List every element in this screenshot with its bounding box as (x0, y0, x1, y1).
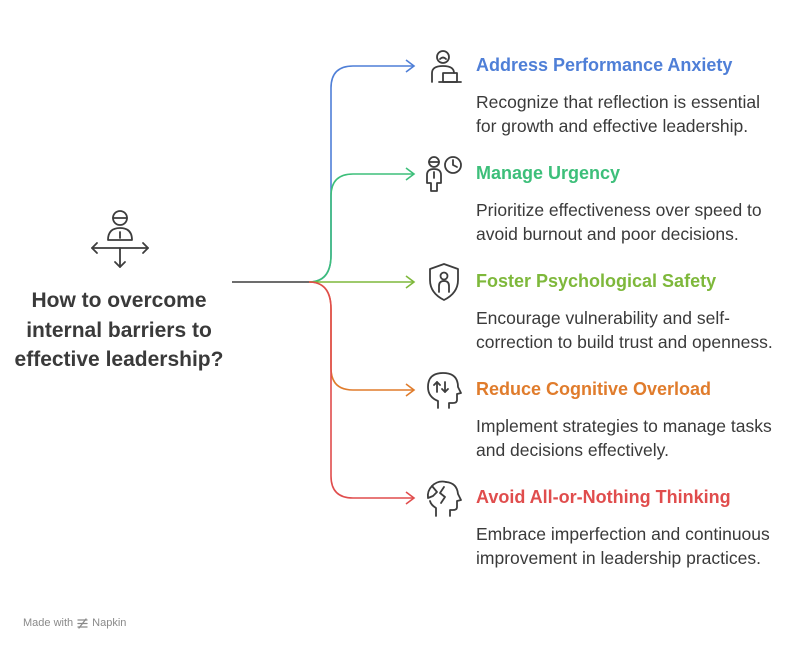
presenter-at-podium-icon (431, 50, 462, 83)
branch-connector-4 (308, 281, 414, 391)
broken-head-icon (426, 480, 462, 517)
branch-description-5: Embrace imperfection and continuous impr… (476, 524, 770, 568)
arrowhead-4 (405, 383, 416, 397)
branch-title-2: Manage Urgency (476, 163, 621, 183)
branch-title-5: Avoid All-or-Nothing Thinking (476, 487, 731, 507)
person-with-clock-icon (426, 156, 462, 192)
made-with-label: Made with (23, 617, 74, 629)
arrowhead-2 (405, 167, 416, 181)
person-crossroads-icon (91, 210, 149, 268)
arrowhead-5 (405, 491, 416, 505)
branch-title-4: Reduce Cognitive Overload (476, 379, 712, 399)
branch-description-2: Prioritize effectiveness over speed to a… (476, 200, 762, 244)
branch-description-1: Recognize that reflection is essential f… (476, 92, 761, 136)
branch-title-3: Foster Psychological Safety (476, 271, 717, 291)
branch-title-1: Address Performance Anxiety (476, 55, 733, 75)
shield-person-icon (429, 263, 459, 301)
branch-description-4: Implement strategies to manage tasks and… (476, 416, 772, 460)
napkin-brand: Napkin (92, 617, 127, 629)
napkin-logo-icon (77, 617, 88, 629)
central-question-text: How to overcome internal barriers to eff… (14, 289, 224, 371)
branch-connector-5 (308, 281, 414, 499)
branch-description-3: Encourage vulnerability and self-correct… (476, 308, 773, 352)
arrowhead-3 (405, 275, 416, 289)
central-question: How to overcome internal barriers to eff… (10, 286, 228, 375)
head-with-arrows-icon (427, 372, 462, 409)
arrowhead-1 (405, 59, 416, 73)
branch-connector-2 (308, 173, 414, 283)
made-with-footer: Made with Napkin (23, 617, 126, 629)
